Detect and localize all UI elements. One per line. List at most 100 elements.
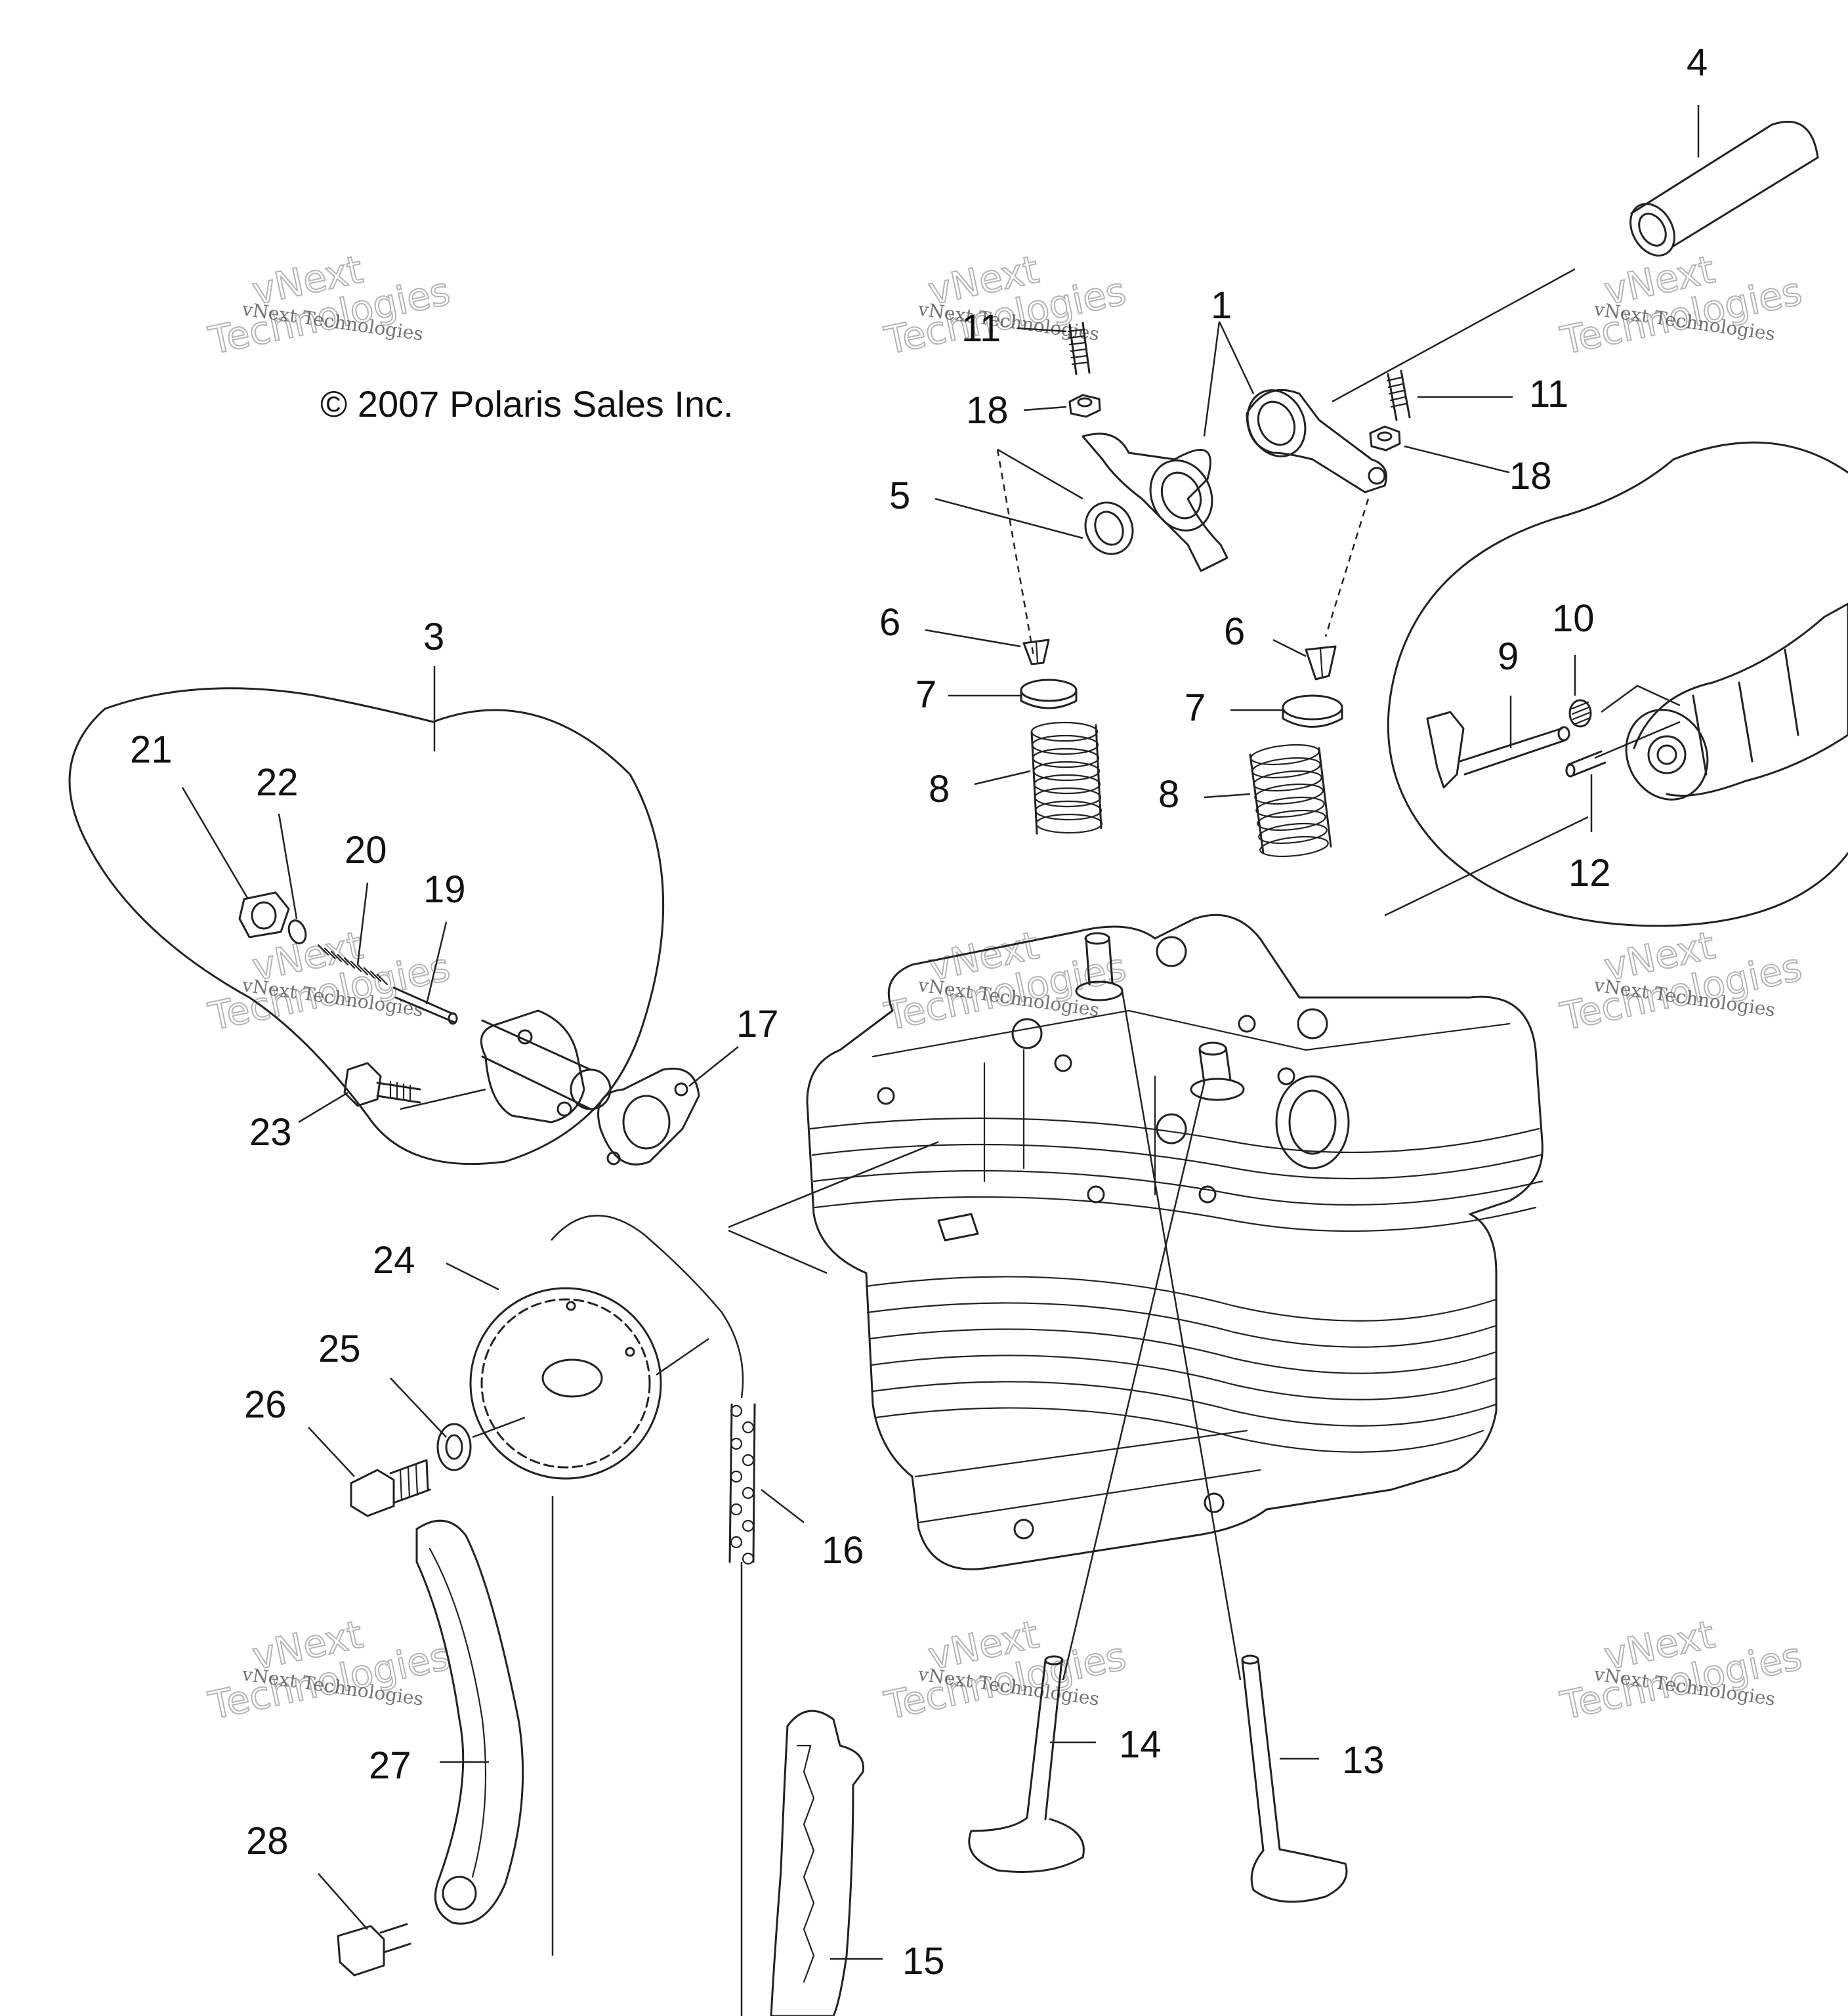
leader-28 (318, 1873, 368, 1930)
leader-22 (278, 813, 298, 919)
leader-11a (1017, 327, 1067, 333)
copyright-notice: © 2007 Polaris Sales Inc. (320, 383, 734, 425)
callout-28: 28 (246, 1820, 289, 1862)
part-dowel-pin-12 (1565, 750, 1606, 778)
callout-25: 25 (318, 1328, 361, 1370)
callout-20: 20 (345, 829, 387, 872)
part-rocker-arm-right (1246, 388, 1387, 494)
callout-11-right: 11 (1529, 373, 1568, 415)
part-cam-chain (728, 1403, 756, 1565)
part-cam-sprocket (469, 1287, 662, 1480)
part-decompression-lever (1426, 711, 1570, 789)
part-adjuster-screw-right (1386, 369, 1411, 421)
part-oring-22 (287, 919, 307, 944)
part-plug-21 (238, 891, 290, 938)
leader-5 (934, 497, 1083, 539)
callout-8-left: 8 (929, 768, 950, 810)
axis-valve-14 (1062, 1082, 1206, 1681)
axis-head-lower (728, 1229, 828, 1274)
part-rocker-arm-left (1082, 432, 1228, 572)
callout-24: 24 (373, 1239, 415, 1282)
callout-6-right: 6 (1224, 610, 1245, 653)
leader-rocker-left (997, 448, 1083, 500)
part-sprocket-bolt (350, 1459, 431, 1517)
callout-22: 22 (256, 761, 299, 804)
leader-1 (1203, 321, 1255, 437)
callout-9: 9 (1498, 635, 1519, 678)
leader-21 (181, 787, 249, 900)
leader-20 (356, 882, 369, 965)
part-locknut-left (1068, 394, 1101, 418)
callout-26: 26 (244, 1383, 287, 1426)
part-locknut-right (1369, 425, 1401, 452)
leader-17 (688, 1046, 739, 1087)
part-washer-5 (1084, 501, 1134, 555)
part-plunger-19 (392, 986, 458, 1025)
part-spring-retainer-right (1282, 694, 1343, 728)
part-rocker-shaft (1629, 121, 1819, 257)
callout-14: 14 (1119, 1723, 1162, 1766)
chain-path-arc (551, 1215, 744, 1398)
part-chain-guide (415, 1519, 524, 1925)
part-gasket-17 (597, 1067, 700, 1166)
part-cylinder-head (806, 914, 1544, 1570)
leader-6a (925, 629, 1021, 648)
leader-19 (425, 921, 448, 1005)
leader-25 (390, 1377, 526, 1438)
part-guide-bolt (337, 1923, 411, 1977)
callout-27: 27 (369, 1744, 411, 1787)
leader-sprocket-axis (656, 1337, 709, 1376)
leader-18a (1023, 406, 1067, 411)
part-valve-keeper-right (1305, 645, 1337, 681)
callout-21: 21 (130, 728, 173, 771)
leader-camshaft-axis (1384, 816, 1589, 917)
callout-16: 16 (822, 1529, 864, 1572)
part-washer-25 (436, 1423, 472, 1471)
part-tensioner-body (480, 1009, 612, 1124)
part-exhaust-valve (1241, 1654, 1348, 1903)
callout-7-left: 7 (915, 673, 936, 716)
leader-12 (1590, 721, 1681, 832)
part-valve-spring-right (1249, 744, 1332, 858)
callout-23: 23 (249, 1111, 292, 1154)
alignment-left-valve (996, 449, 1035, 657)
part-intake-valve (968, 1655, 1085, 1873)
alignment-right-valve (1324, 498, 1370, 637)
leader-tensioner (400, 1088, 486, 1110)
callout-labels: 4 1 11 18 11 18 5 6 6 7 7 8 8 9 10 12 3 … (130, 41, 1708, 1983)
leader-24 (446, 1262, 499, 1291)
callout-18-right: 18 (1509, 455, 1552, 497)
part-camshaft (1625, 602, 1848, 801)
leader-26 (308, 1427, 355, 1477)
callout-4: 4 (1687, 41, 1708, 84)
callout-6-left: 6 (879, 601, 900, 644)
leader-10 (1574, 655, 1681, 713)
tensioner-detail-outline (68, 687, 665, 1166)
callout-1: 1 (1211, 284, 1232, 327)
leader-23 (298, 1091, 348, 1124)
leader-16 (761, 1489, 805, 1523)
axis-valve-13 (1121, 990, 1242, 1681)
leader-8b (1204, 793, 1251, 799)
callout-12: 12 (1568, 852, 1611, 894)
part-adjuster-screw-left (1067, 322, 1091, 375)
callout-17: 17 (736, 1003, 779, 1045)
axis-head-left (728, 1141, 939, 1228)
callout-13: 13 (1342, 1739, 1385, 1782)
callout-19: 19 (423, 868, 466, 911)
part-bolt-23 (343, 1062, 421, 1107)
callout-3: 3 (423, 616, 444, 658)
callout-10: 10 (1552, 597, 1595, 640)
part-spring-20 (317, 944, 388, 986)
part-chain-tensioner-blade (770, 1710, 865, 2016)
part-spring-10 (1568, 699, 1592, 728)
camshaft-detail-outline (1387, 441, 1848, 927)
callout-5: 5 (889, 474, 910, 517)
part-valve-spring-left (1030, 721, 1103, 835)
callout-18-left: 18 (966, 389, 1009, 432)
callout-7-right: 7 (1185, 686, 1206, 729)
leader-6b (1272, 639, 1307, 658)
part-spring-retainer-left (1020, 679, 1078, 709)
leader-18b (1404, 445, 1510, 474)
